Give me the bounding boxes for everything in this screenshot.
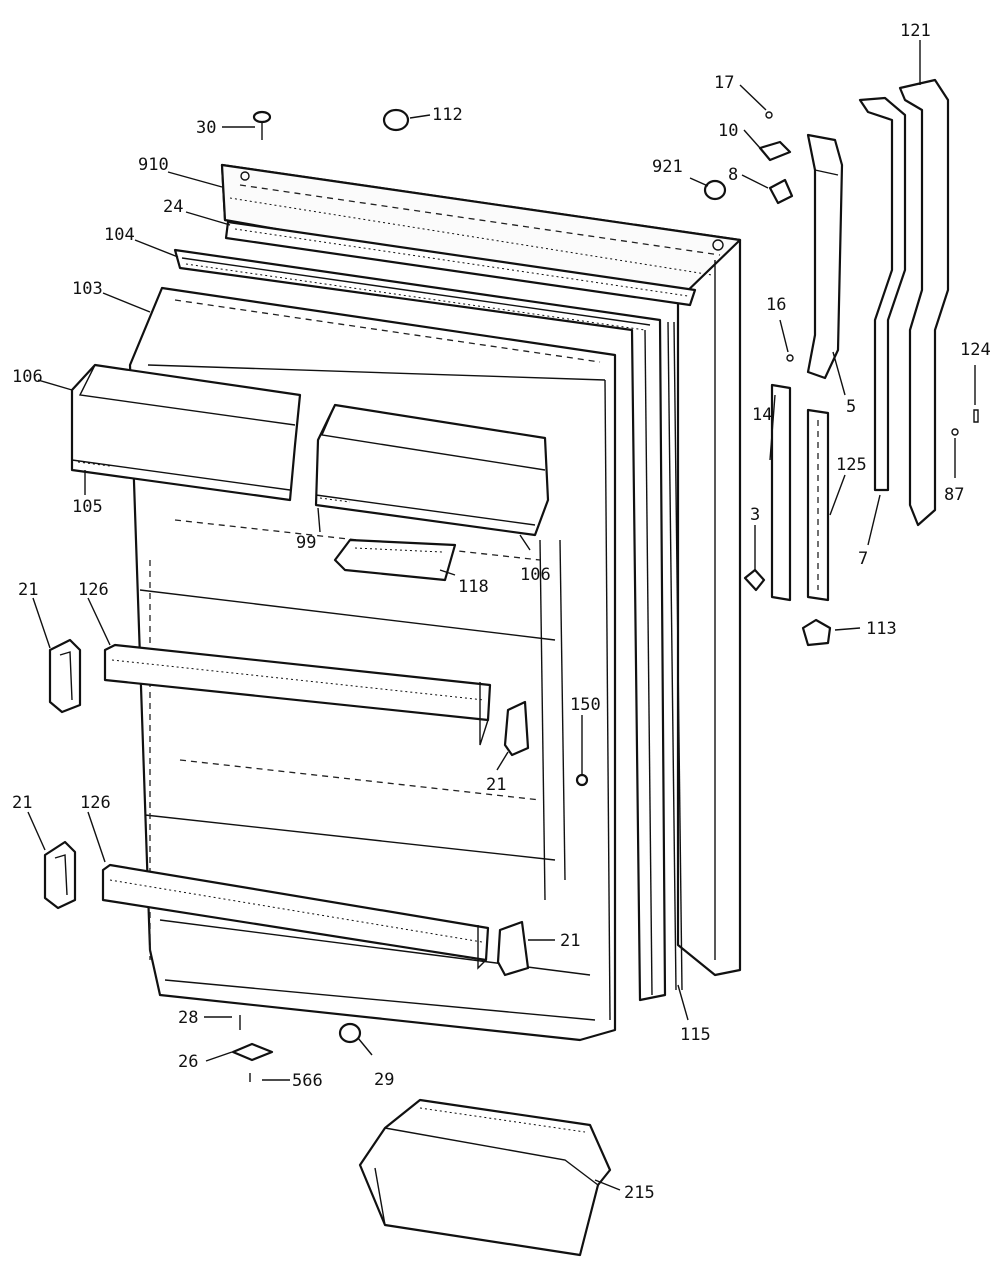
label-29: 29 — [374, 1070, 394, 1090]
label-10: 10 — [718, 121, 738, 141]
label-910: 910 — [138, 155, 169, 175]
label-16: 16 — [766, 295, 786, 315]
plug-150 — [575, 773, 589, 787]
part-3 — [743, 568, 766, 592]
plug-921 — [703, 179, 727, 201]
label-125: 125 — [836, 455, 867, 475]
label-14: 14 — [752, 405, 772, 425]
label-3: 3 — [750, 505, 760, 525]
label-8: 8 — [728, 165, 738, 185]
label-126-upper: 126 — [78, 580, 109, 600]
bottom-bin — [358, 1098, 612, 1257]
part-labels: 30 112 910 24 104 103 106 105 99 106 118… — [12, 21, 991, 1203]
handle-7 — [858, 96, 907, 492]
label-21-right-upper: 21 — [486, 775, 506, 795]
trim-strip-125 — [806, 408, 830, 602]
plug-112 — [382, 108, 410, 132]
label-126-lower: 126 — [80, 793, 111, 813]
label-21-left-lower: 21 — [12, 793, 32, 813]
label-28: 28 — [178, 1008, 198, 1028]
plug-29 — [338, 1022, 362, 1044]
label-87: 87 — [944, 485, 964, 505]
label-124: 124 — [960, 340, 991, 360]
outer-door-panel — [220, 163, 742, 977]
door-gasket — [173, 248, 667, 1002]
label-5: 5 — [846, 397, 856, 417]
screw-30 — [252, 110, 272, 140]
top-breaker-strip — [224, 220, 697, 307]
trim-strip-14 — [770, 383, 792, 602]
label-106-right: 106 — [520, 565, 551, 585]
dairy-door-right — [314, 403, 550, 537]
label-921: 921 — [652, 157, 683, 177]
label-112: 112 — [432, 105, 463, 125]
label-7: 7 — [858, 549, 868, 569]
egg-tray — [333, 538, 457, 582]
label-24: 24 — [163, 197, 183, 217]
label-21-right-lower: 21 — [560, 931, 580, 951]
handle-mount-121 — [898, 78, 950, 527]
gasket-seal-strip — [667, 321, 683, 991]
label-121: 121 — [900, 21, 931, 41]
label-99: 99 — [296, 533, 316, 553]
screw-124 — [973, 409, 979, 423]
label-566: 566 — [292, 1071, 323, 1091]
label-21-left-upper: 21 — [18, 580, 38, 600]
label-106-left: 106 — [12, 367, 43, 387]
label-17: 17 — [714, 73, 734, 93]
screw-17 — [765, 111, 773, 119]
leader-lines — [27, 40, 976, 1191]
label-30: 30 — [196, 118, 216, 138]
cap-113 — [801, 618, 832, 647]
dairy-door-left — [70, 363, 302, 502]
shelf-end-cap-right-upper — [503, 700, 530, 757]
label-215: 215 — [624, 1183, 655, 1203]
label-105: 105 — [72, 497, 103, 517]
shelf-end-cap-right-lower — [496, 920, 530, 977]
shelf-end-cap-left-upper — [48, 638, 82, 714]
bushing-8 — [768, 178, 794, 205]
hinge-bracket-5 — [806, 133, 844, 380]
plate-26 — [231, 1042, 274, 1062]
label-150: 150 — [570, 695, 601, 715]
label-115: 115 — [680, 1025, 711, 1045]
shelf-bar-lower — [101, 863, 490, 970]
screw-87 — [951, 428, 959, 436]
shelf-end-cap-left-lower — [43, 840, 77, 910]
label-118: 118 — [458, 577, 489, 597]
bracket-10 — [758, 140, 792, 162]
shelf-bar-upper — [103, 643, 492, 746]
label-103: 103 — [72, 279, 103, 299]
screw-16 — [786, 354, 794, 362]
label-104: 104 — [104, 225, 135, 245]
label-26: 26 — [178, 1052, 198, 1072]
label-113: 113 — [866, 619, 897, 639]
